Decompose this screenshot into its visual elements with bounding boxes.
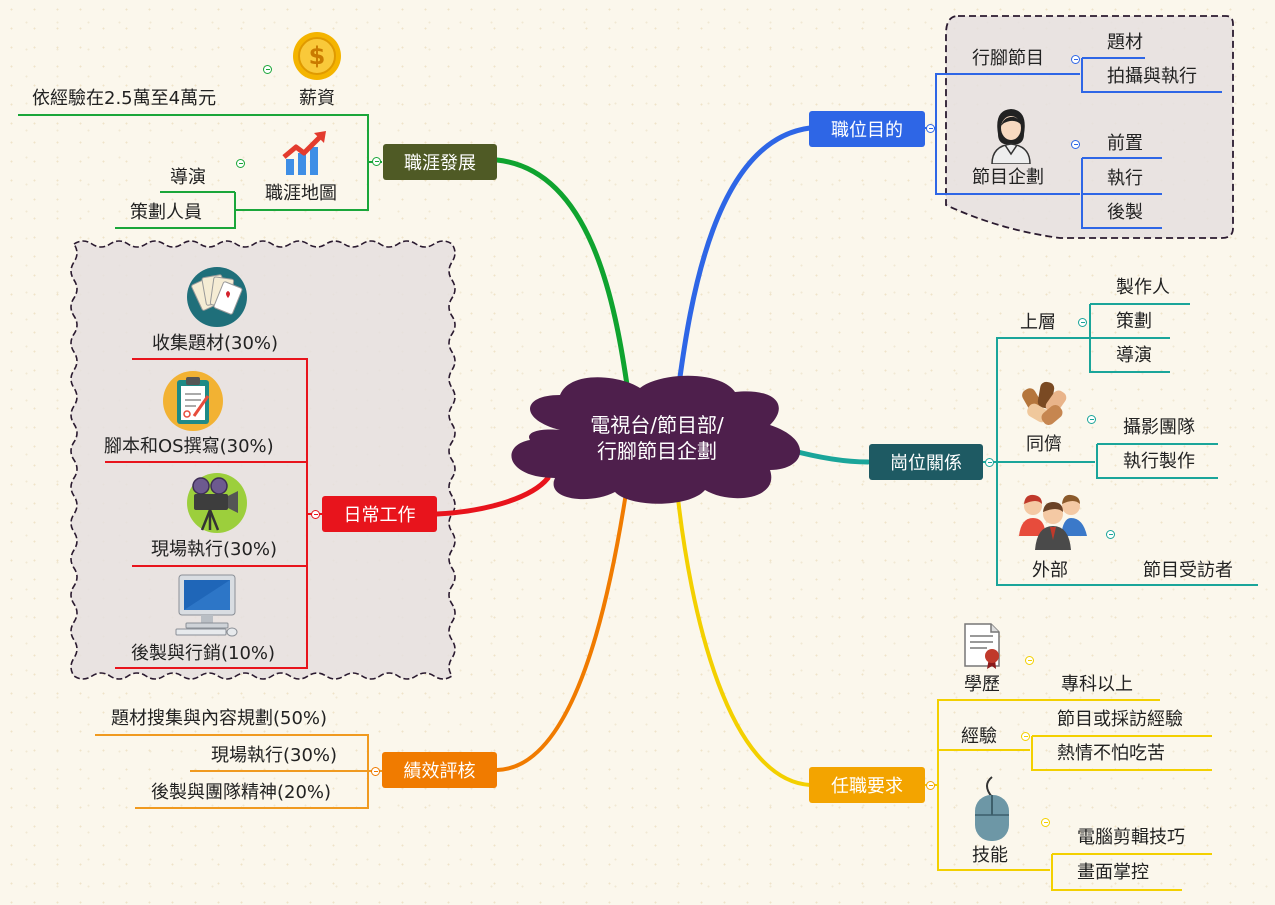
peers-item[interactable]: 執行製作 — [1123, 451, 1195, 472]
computer-icon — [175, 574, 238, 637]
collapse-toggle-upper[interactable] — [1078, 318, 1087, 327]
show-planning-label[interactable]: 節目企劃 — [972, 167, 1044, 188]
show-planning-item[interactable]: 執行 — [1107, 168, 1143, 189]
woman-avatar-icon — [991, 109, 1031, 164]
collapse-toggle-performance[interactable] — [371, 767, 380, 776]
experience-label[interactable]: 經驗 — [961, 726, 997, 747]
hands-together-icon — [1022, 381, 1067, 425]
experience-item[interactable]: 熱情不怕吃苦 — [1057, 743, 1165, 764]
collapse-toggle-peers[interactable] — [1087, 415, 1096, 424]
link-requirements — [674, 478, 812, 787]
career-map-item[interactable]: 策劃人員 — [130, 202, 202, 223]
experience-item[interactable]: 節目或採訪經驗 — [1057, 709, 1183, 730]
branch-daily-work[interactable]: 日常工作 — [322, 496, 437, 532]
link-career — [494, 157, 631, 395]
branch-requirements[interactable]: 任職要求 — [809, 767, 925, 803]
collapse-toggle-daily[interactable] — [311, 510, 320, 519]
branch-relations[interactable]: 崗位關係 — [869, 444, 983, 480]
daily-work-item[interactable]: 腳本和OS撰寫(30%) — [104, 436, 274, 457]
film-camera-icon — [187, 473, 247, 533]
education-label[interactable]: 學歷 — [964, 674, 1000, 695]
clipboard-icon — [163, 371, 223, 431]
collapse-toggle-walking[interactable] — [1071, 55, 1080, 64]
show-planning-item[interactable]: 前置 — [1107, 133, 1143, 154]
external-item[interactable]: 節目受訪者 — [1143, 560, 1233, 581]
daily-work-item[interactable]: 後製與行銷(10%) — [131, 643, 276, 664]
svg-text:$: $ — [309, 42, 326, 70]
collapse-toggle-relations[interactable] — [985, 458, 994, 467]
external-label[interactable]: 外部 — [1032, 560, 1068, 581]
daily-work-item[interactable]: 收集題材(30%) — [152, 333, 279, 354]
upper-item[interactable]: 策劃 — [1116, 311, 1152, 332]
peers-item[interactable]: 攝影團隊 — [1123, 417, 1195, 438]
collapse-toggle-requirements[interactable] — [926, 781, 935, 790]
upper-item[interactable]: 導演 — [1116, 345, 1152, 366]
collapse-toggle-career[interactable] — [372, 157, 381, 166]
show-planning-item[interactable]: 後製 — [1107, 202, 1143, 223]
branch-performance[interactable]: 績效評核 — [382, 752, 497, 788]
upper-item[interactable]: 製作人 — [1116, 277, 1170, 298]
boundary-daily-work — [70, 240, 456, 680]
career-map-label[interactable]: 職涯地圖 — [265, 183, 337, 204]
central-cloud — [511, 375, 801, 504]
link-review — [495, 478, 630, 772]
performance-item[interactable]: 題材搜集與內容規劃(50%) — [111, 708, 328, 729]
collapse-toggle-external[interactable] — [1106, 530, 1115, 539]
walking-show-item[interactable]: 拍攝與執行 — [1107, 66, 1197, 87]
skills-label[interactable]: 技能 — [972, 845, 1008, 866]
salary-detail[interactable]: 依經驗在2.5萬至4萬元 — [32, 88, 217, 109]
peers-label[interactable]: 同儕 — [1026, 434, 1062, 455]
walking-show-label[interactable]: 行腳節目 — [972, 48, 1044, 69]
certificate-icon — [964, 623, 1000, 669]
collapse-toggle-experience[interactable] — [1021, 732, 1030, 741]
collapse-toggle-skills[interactable] — [1041, 818, 1050, 827]
performance-item[interactable]: 後製與團隊精神(20%) — [151, 782, 332, 803]
link-daily — [434, 475, 551, 517]
collapse-toggle-position[interactable] — [926, 124, 935, 133]
link-relations — [787, 447, 871, 465]
collapse-toggle-planning[interactable] — [1071, 140, 1080, 149]
growth-chart-icon — [282, 131, 326, 175]
collapse-toggle-education[interactable] — [1025, 656, 1034, 665]
skills-item[interactable]: 電腦剪輯技巧 — [1077, 827, 1185, 848]
performance-item[interactable]: 現場執行(30%) — [211, 745, 338, 766]
collapse-toggle-career-map[interactable] — [236, 159, 245, 168]
collapse-toggle-salary[interactable] — [263, 65, 272, 74]
daily-work-item[interactable]: 現場執行(30%) — [151, 539, 278, 560]
mouse-icon — [975, 776, 1009, 841]
career-map-item[interactable]: 導演 — [170, 167, 206, 188]
branch-position-purpose[interactable]: 職位目的 — [809, 111, 925, 147]
education-item[interactable]: 專科以上 — [1061, 674, 1133, 695]
walking-show-item[interactable]: 題材 — [1107, 32, 1143, 53]
central-topic[interactable]: 電視台/節目部/ 行腳節目企劃 — [590, 413, 724, 463]
people-group-icon — [1019, 494, 1087, 550]
playing-cards-icon — [187, 267, 247, 327]
salary-label[interactable]: 薪資 — [299, 88, 335, 109]
dollar-coin-icon: $ — [293, 32, 341, 80]
boundary-position-purpose — [945, 15, 1234, 239]
branch-career[interactable]: 職涯發展 — [383, 144, 497, 180]
skills-item[interactable]: 畫面掌控 — [1077, 862, 1149, 883]
upper-label[interactable]: 上層 — [1020, 312, 1056, 333]
link-position — [675, 125, 813, 395]
